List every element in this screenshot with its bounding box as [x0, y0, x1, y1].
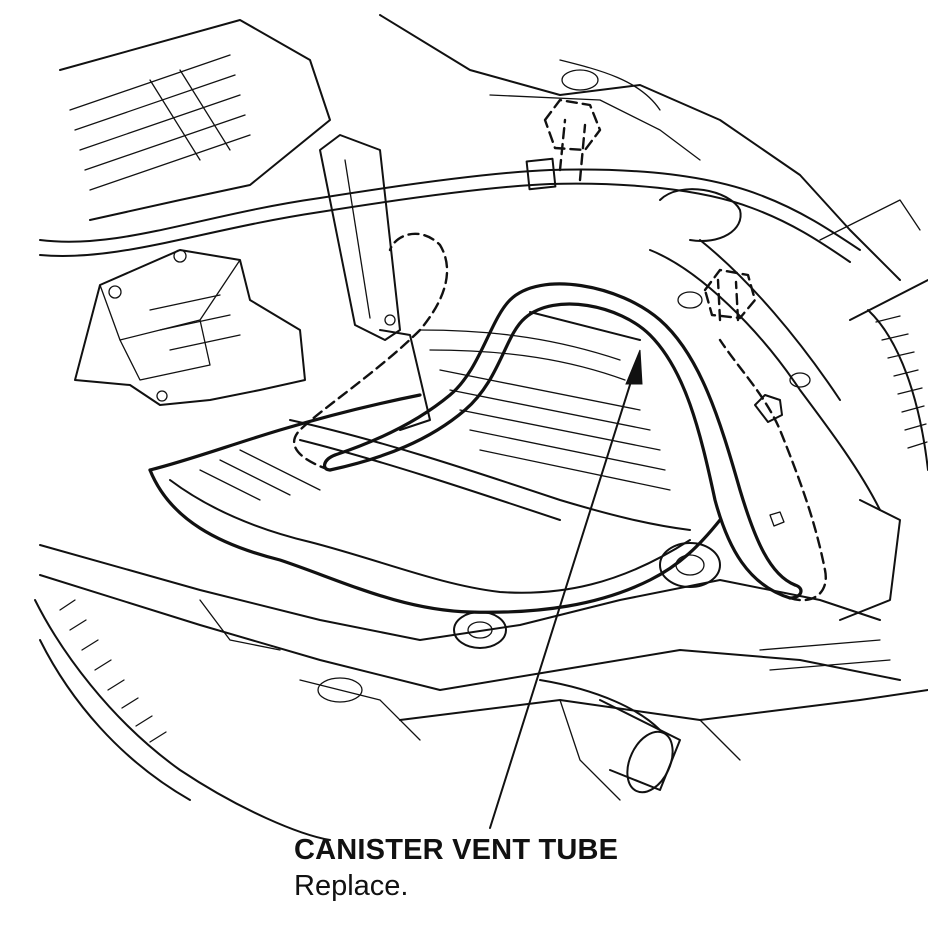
parking-brake-cable: [39, 157, 861, 263]
rear-wheel-left: [34, 599, 331, 841]
hidden-hose-routing: [293, 98, 827, 602]
exhaust-muffler: [539, 679, 681, 794]
callout-leader: [489, 349, 643, 829]
fuel-tank: [148, 311, 722, 614]
callout-note: Replace.: [294, 870, 409, 902]
rear-subframe-right: [649, 188, 901, 621]
floor-panel-lower: [299, 639, 928, 801]
tank-strap: [319, 134, 431, 431]
bracket-assembly: [74, 249, 306, 406]
body-panel-upper-left: [59, 19, 331, 221]
canister-vent-tube: [323, 282, 803, 600]
rear-axle-beam: [39, 542, 901, 691]
floor-pan-upper: [379, 14, 928, 321]
callout-arrowhead: [625, 349, 643, 385]
rear-wheel-right: [867, 309, 928, 471]
callout-title: CANISTER VENT TUBE: [294, 834, 619, 866]
